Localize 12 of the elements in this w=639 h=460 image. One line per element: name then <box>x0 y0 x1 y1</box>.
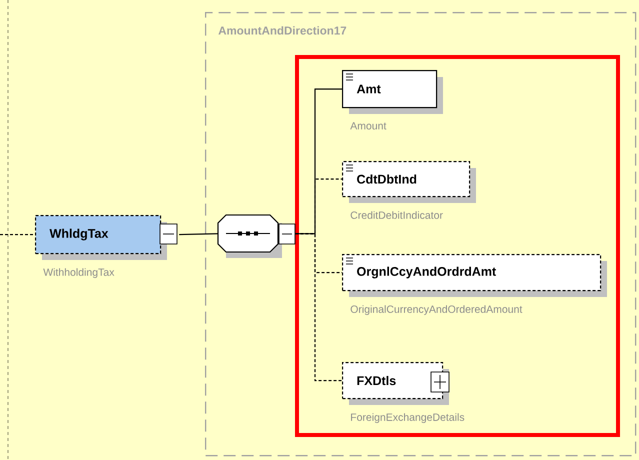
connector-line <box>0 234 35 236</box>
element-box: OrgnlCcyAndOrdrdAmt <box>342 254 607 297</box>
connector-line <box>179 233 218 236</box>
connector-line <box>295 233 342 382</box>
element-description: WithholdingTax <box>43 268 114 278</box>
group-title: AmountAndDirection17 <box>218 26 346 35</box>
element-box: CdtDbtInd <box>342 161 476 203</box>
element-description: CreditDebitIndicator <box>350 211 443 219</box>
element-description: ForeignExchangeDetails <box>351 413 464 423</box>
element-description: OriginalCurrencyAndOrderedAmount <box>350 305 522 315</box>
element-description: Amount <box>350 122 386 130</box>
element-box: WhldgTax <box>35 215 167 260</box>
